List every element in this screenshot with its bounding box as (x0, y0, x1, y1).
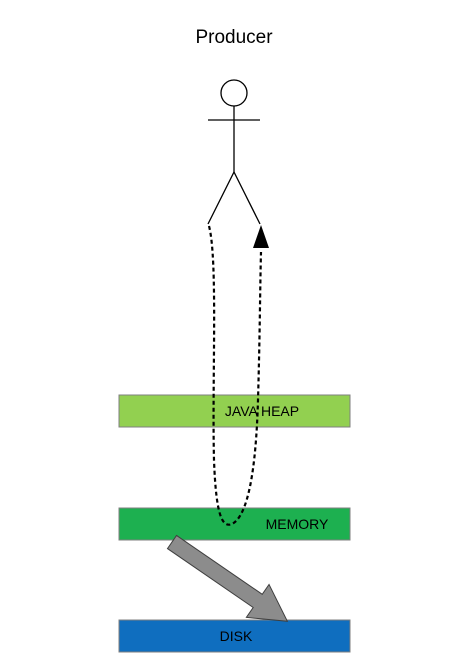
actor-label: Producer (195, 27, 273, 48)
write-path-dashed-arrow (207, 225, 263, 526)
disk-label: DISK (220, 628, 253, 644)
write-path-arrowhead-icon (253, 225, 269, 248)
stick-figure-right-leg (233, 171, 261, 225)
memory-layer: MEMORY (118, 507, 351, 541)
stick-figure-head (220, 79, 248, 107)
memory-to-disk-flush-arrow (166, 534, 289, 622)
producer-stick-figure-icon (207, 79, 261, 225)
memory-label: MEMORY (266, 516, 329, 532)
disk-box (118, 619, 351, 653)
java-heap-box (118, 394, 351, 428)
stick-figure-left-leg (207, 171, 235, 225)
java-heap-layer: JAVA HEAP (118, 394, 351, 428)
java-heap-label: JAVA HEAP (225, 403, 299, 419)
memory-box (118, 507, 351, 541)
disk-layer: DISK (118, 619, 351, 653)
